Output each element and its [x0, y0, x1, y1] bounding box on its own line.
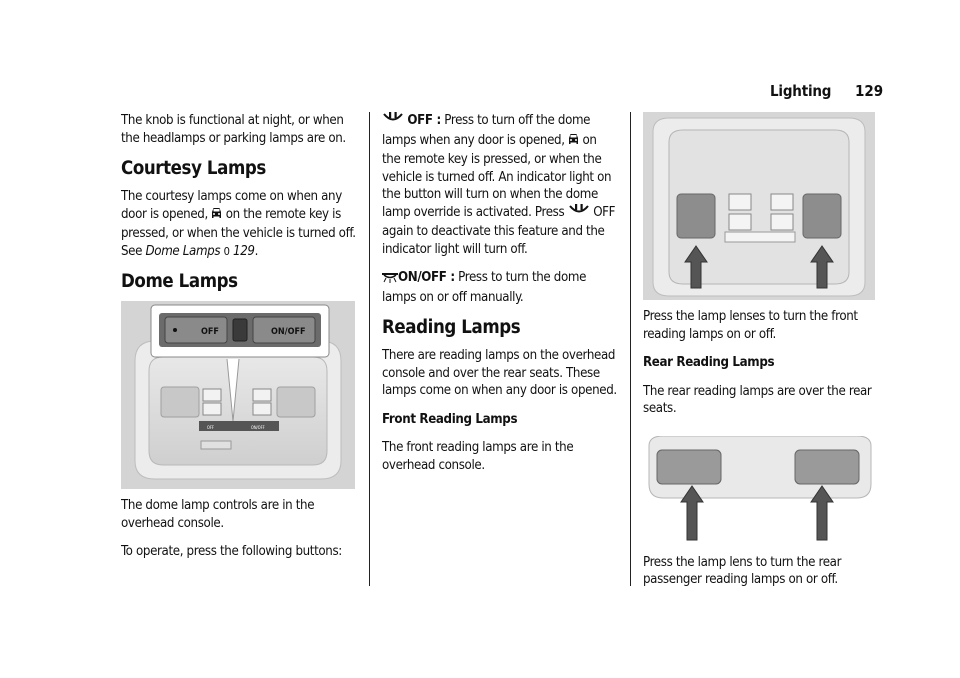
onoff-label: ON/OFF : [398, 270, 455, 285]
section-title: Lighting [770, 82, 832, 100]
off-item: OFF : Press to turn off the dome lamps w… [382, 112, 618, 258]
small-off-label: OFF [207, 425, 214, 430]
dome-lamp-figure: OFF ON/OFF OFF ON/OFF [121, 301, 355, 489]
column-divider [369, 112, 370, 586]
column-right: Press the lamp lenses to turn the front … [643, 112, 879, 600]
rear-reading-subhead: Rear Reading Lamps [643, 355, 775, 370]
figure-off-label: OFF [201, 327, 219, 337]
front-reading-paragraph: The front reading lamps are in the overh… [382, 440, 574, 473]
cross-reference-arrow-icon: 0 [223, 244, 230, 258]
courtesy-text-a: The courtesy lamps come on when any door… [121, 189, 342, 222]
off-text-b: on the remote key is pressed, or when th… [382, 132, 612, 220]
figure-onoff-label: ON/OFF [271, 327, 306, 337]
courtesy-text-b: on the remote key is pressed, or when th… [121, 206, 356, 259]
off-text-a: Press to turn off the dome lamps when an… [382, 113, 591, 148]
reading-lamps-heading: Reading Lamps [382, 317, 521, 338]
reading-lamps-paragraph: There are reading lamps on the overhead … [382, 348, 617, 398]
courtesy-lamps-heading: Courtesy Lamps [121, 158, 266, 179]
off-label: OFF : [407, 113, 441, 128]
intro-paragraph: The knob is functional at night, or when… [121, 113, 346, 146]
front-reading-lamps-figure [643, 112, 875, 300]
onoff-item: ON/OFF : Press to turn the dome lamps on… [382, 269, 618, 306]
xref-link[interactable]: Dome Lamps [145, 243, 221, 259]
dome-lamp-off-icon [568, 203, 590, 224]
car-unlock-icon [211, 207, 222, 226]
small-onoff-label: ON/OFF [251, 425, 265, 430]
dome-caption: The dome lamp controls are in the overhe… [121, 498, 315, 531]
rear-lamps-caption: Press the lamp lens to turn the rear pas… [643, 554, 842, 588]
front-reading-subhead: Front Reading Lamps [382, 411, 518, 427]
courtesy-lamps-paragraph: The courtesy lamps come on when any door… [121, 189, 356, 259]
front-lamps-caption: Press the lamp lenses to turn the front … [643, 309, 858, 342]
column-divider [630, 112, 631, 586]
dome-lamps-heading: Dome Lamps [121, 271, 238, 292]
dome-lamp-off-icon [382, 112, 404, 132]
column-left: The knob is functional at night, or when… [121, 112, 358, 572]
xref-page[interactable]: 129 [233, 243, 255, 259]
dome-lamp-on-icon [382, 271, 398, 289]
page-number: 129 [855, 82, 884, 100]
rear-reading-lamps-figure [648, 435, 872, 540]
column-middle: OFF : Press to turn off the dome lamps w… [382, 112, 618, 485]
off-text-c: OFF again to deactivate this feature and… [382, 204, 616, 257]
rear-reading-paragraph: The rear reading lamps are over the rear… [643, 383, 872, 417]
dome-instruction: To operate, press the following buttons: [121, 544, 342, 559]
onoff-text: Press to turn the dome lamps on or off m… [382, 270, 587, 305]
car-unlock-icon [568, 133, 579, 152]
